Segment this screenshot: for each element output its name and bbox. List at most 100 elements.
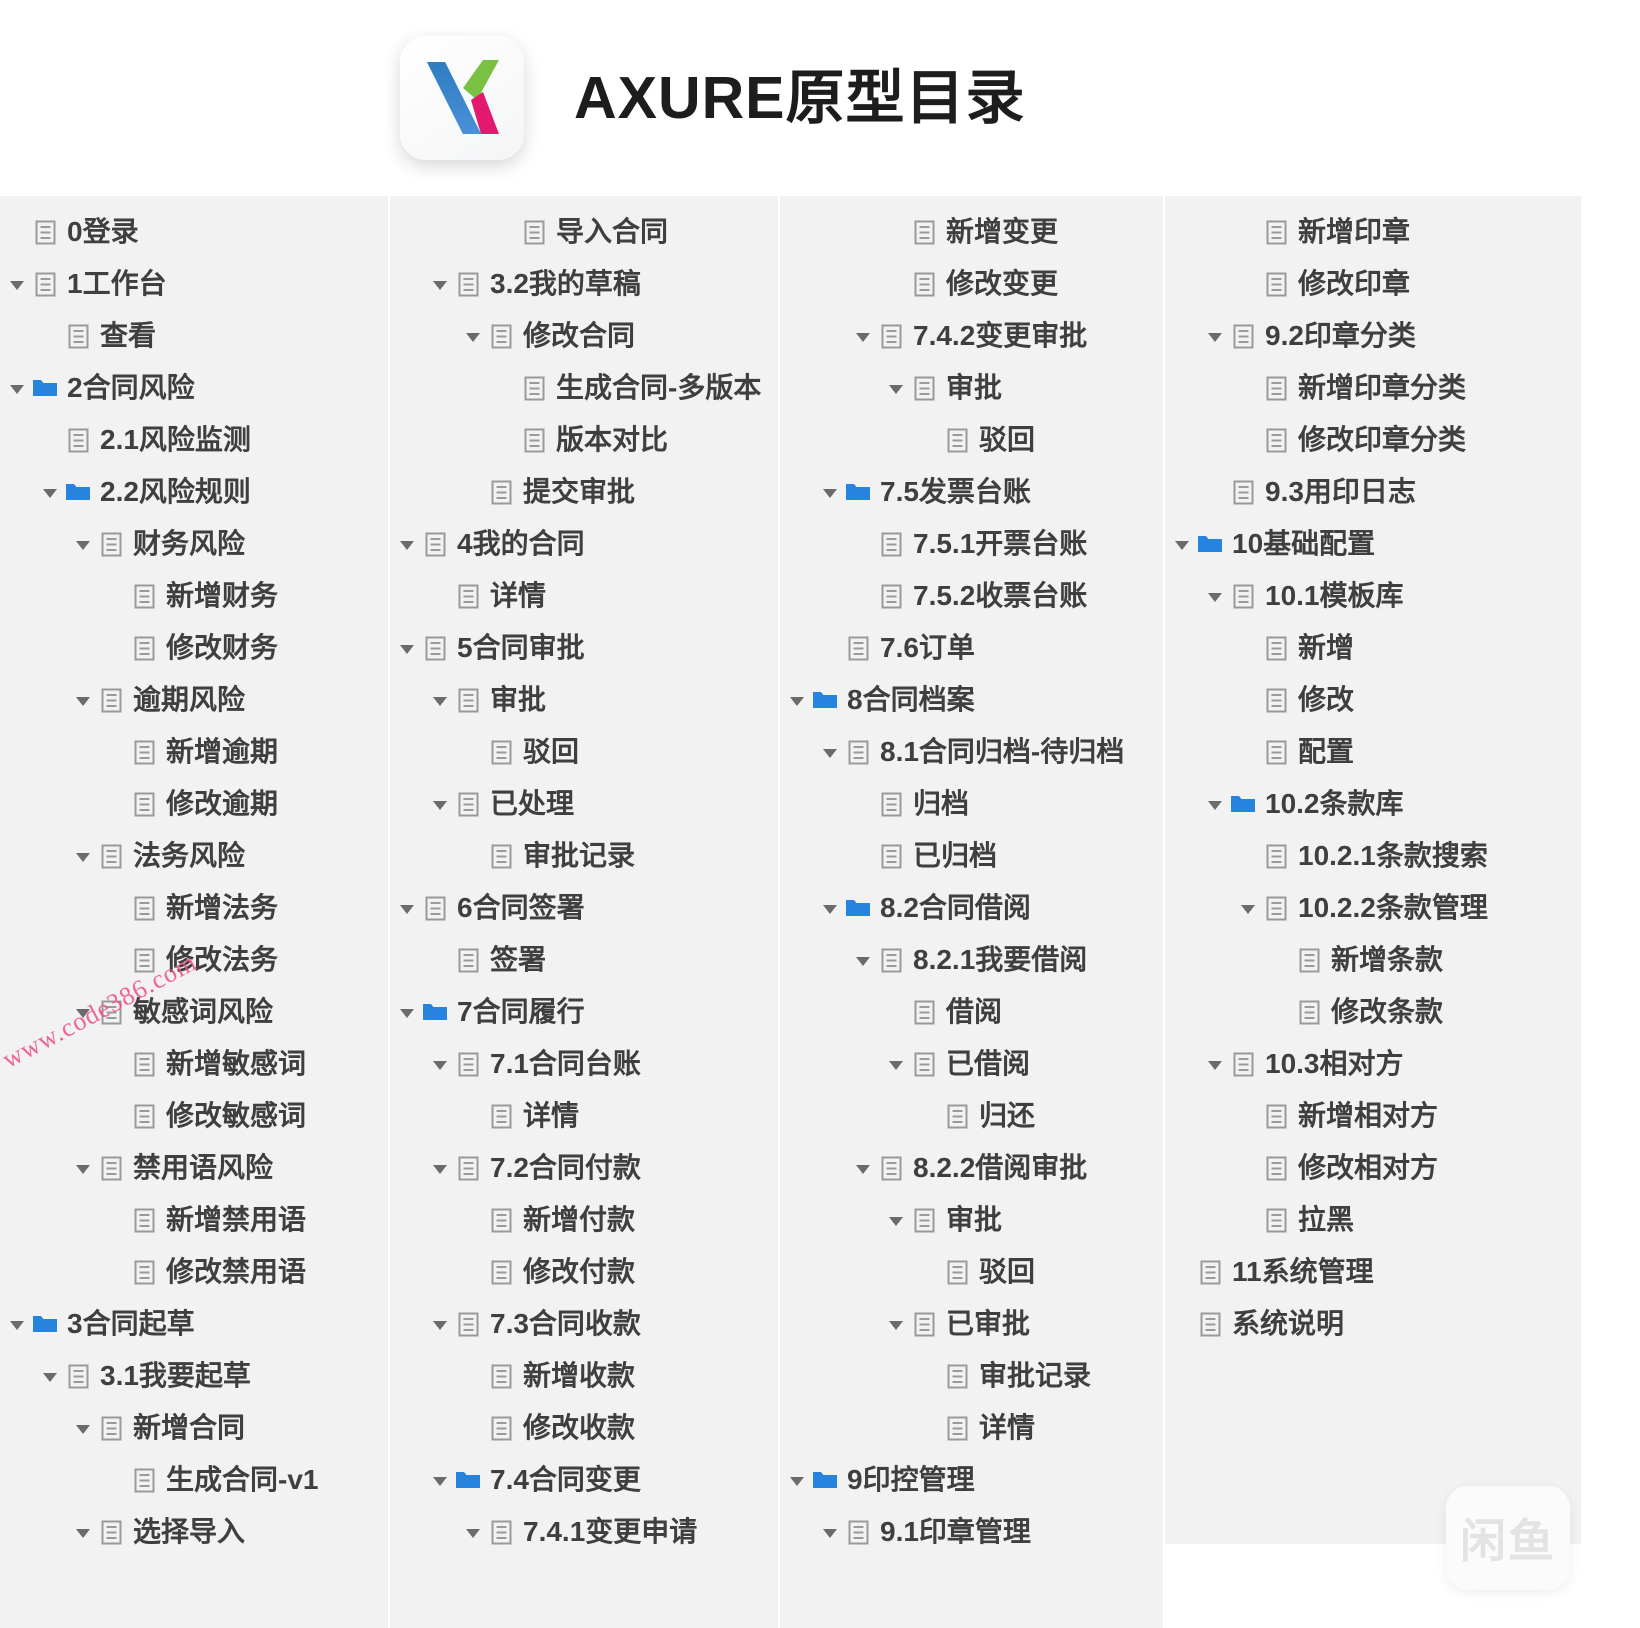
tree-node[interactable]: 2.1风险监测	[0, 414, 388, 466]
tree-node[interactable]: 修改相对方	[1165, 1142, 1581, 1194]
tree-node[interactable]: 8.2.2借阅审批	[780, 1142, 1163, 1194]
tree-node[interactable]: 10.3相对方	[1165, 1038, 1581, 1090]
chevron-down-icon[interactable]	[429, 1469, 451, 1491]
tree-node[interactable]: 1工作台	[0, 258, 388, 310]
tree-node[interactable]: 7.5.2收票台账	[780, 570, 1163, 622]
tree-node[interactable]: 新增相对方	[1165, 1090, 1581, 1142]
tree-node[interactable]: 新增印章	[1165, 206, 1581, 258]
tree-node[interactable]: 修改付款	[390, 1246, 778, 1298]
tree-node[interactable]: 财务风险	[0, 518, 388, 570]
tree-node[interactable]: 10.2.2条款管理	[1165, 882, 1581, 934]
chevron-down-icon[interactable]	[429, 273, 451, 295]
chevron-down-icon[interactable]	[885, 1053, 907, 1075]
tree-node[interactable]: 驳回	[780, 414, 1163, 466]
tree-node[interactable]: 归档	[780, 778, 1163, 830]
chevron-down-icon[interactable]	[72, 845, 94, 867]
chevron-down-icon[interactable]	[852, 949, 874, 971]
tree-node[interactable]: 新增敏感词	[0, 1038, 388, 1090]
chevron-down-icon[interactable]	[819, 897, 841, 919]
chevron-down-icon[interactable]	[852, 325, 874, 347]
chevron-down-icon[interactable]	[1237, 897, 1259, 919]
tree-node[interactable]: 8.2.1我要借阅	[780, 934, 1163, 986]
tree-node[interactable]: 9.2印章分类	[1165, 310, 1581, 362]
tree-node[interactable]: 法务风险	[0, 830, 388, 882]
tree-node[interactable]: 敏感词风险	[0, 986, 388, 1038]
chevron-down-icon[interactable]	[429, 1157, 451, 1179]
chevron-down-icon[interactable]	[429, 1053, 451, 1075]
tree-node[interactable]: 生成合同-多版本	[390, 362, 778, 414]
chevron-down-icon[interactable]	[429, 793, 451, 815]
tree-node[interactable]: 7.1合同台账	[390, 1038, 778, 1090]
tree-node[interactable]: 新增财务	[0, 570, 388, 622]
chevron-down-icon[interactable]	[462, 325, 484, 347]
tree-node[interactable]: 驳回	[780, 1246, 1163, 1298]
chevron-down-icon[interactable]	[429, 1313, 451, 1335]
tree-node[interactable]: 10.2条款库	[1165, 778, 1581, 830]
tree-node[interactable]: 修改	[1165, 674, 1581, 726]
tree-node[interactable]: 10基础配置	[1165, 518, 1581, 570]
tree-node[interactable]: 审批	[780, 362, 1163, 414]
tree-node[interactable]: 9.1印章管理	[780, 1506, 1163, 1558]
tree-node[interactable]: 新增印章分类	[1165, 362, 1581, 414]
tree-node[interactable]: 8合同档案	[780, 674, 1163, 726]
chevron-down-icon[interactable]	[852, 1157, 874, 1179]
tree-node[interactable]: 9.3用印日志	[1165, 466, 1581, 518]
tree-node[interactable]: 修改收款	[390, 1402, 778, 1454]
tree-node[interactable]: 版本对比	[390, 414, 778, 466]
chevron-down-icon[interactable]	[6, 377, 28, 399]
tree-node[interactable]: 新增合同	[0, 1402, 388, 1454]
tree-node[interactable]: 7.5发票台账	[780, 466, 1163, 518]
tree-node[interactable]: 修改逾期	[0, 778, 388, 830]
chevron-down-icon[interactable]	[6, 273, 28, 295]
chevron-down-icon[interactable]	[1204, 325, 1226, 347]
tree-node[interactable]: 审批记录	[390, 830, 778, 882]
chevron-down-icon[interactable]	[72, 1157, 94, 1179]
chevron-down-icon[interactable]	[1204, 1053, 1226, 1075]
tree-node[interactable]: 10.1模板库	[1165, 570, 1581, 622]
chevron-down-icon[interactable]	[462, 1521, 484, 1543]
chevron-down-icon[interactable]	[819, 741, 841, 763]
tree-node[interactable]: 7合同履行	[390, 986, 778, 1038]
chevron-down-icon[interactable]	[396, 1001, 418, 1023]
chevron-down-icon[interactable]	[396, 533, 418, 555]
tree-node[interactable]: 新增禁用语	[0, 1194, 388, 1246]
tree-node[interactable]: 查看	[0, 310, 388, 362]
chevron-down-icon[interactable]	[72, 1417, 94, 1439]
tree-node[interactable]: 拉黑	[1165, 1194, 1581, 1246]
tree-node[interactable]: 系统说明	[1165, 1298, 1581, 1350]
tree-node[interactable]: 修改法务	[0, 934, 388, 986]
chevron-down-icon[interactable]	[396, 897, 418, 919]
chevron-down-icon[interactable]	[429, 689, 451, 711]
tree-node[interactable]: 7.4.1变更申请	[390, 1506, 778, 1558]
tree-node[interactable]: 生成合同-v1	[0, 1454, 388, 1506]
tree-node[interactable]: 配置	[1165, 726, 1581, 778]
tree-node[interactable]: 8.2合同借阅	[780, 882, 1163, 934]
tree-node[interactable]: 新增条款	[1165, 934, 1581, 986]
chevron-down-icon[interactable]	[1171, 533, 1193, 555]
tree-node[interactable]: 归还	[780, 1090, 1163, 1142]
tree-node[interactable]: 已借阅	[780, 1038, 1163, 1090]
tree-node[interactable]: 逾期风险	[0, 674, 388, 726]
tree-node[interactable]: 4我的合同	[390, 518, 778, 570]
tree-node[interactable]: 3合同起草	[0, 1298, 388, 1350]
chevron-down-icon[interactable]	[72, 533, 94, 555]
tree-node[interactable]: 提交审批	[390, 466, 778, 518]
tree-node[interactable]: 详情	[390, 570, 778, 622]
tree-node[interactable]: 修改印章分类	[1165, 414, 1581, 466]
tree-node[interactable]: 新增收款	[390, 1350, 778, 1402]
tree-node[interactable]: 11系统管理	[1165, 1246, 1581, 1298]
tree-node[interactable]: 7.3合同收款	[390, 1298, 778, 1350]
chevron-down-icon[interactable]	[39, 481, 61, 503]
tree-node[interactable]: 选择导入	[0, 1506, 388, 1558]
tree-node[interactable]: 8.1合同归档-待归档	[780, 726, 1163, 778]
tree-node[interactable]: 7.4.2变更审批	[780, 310, 1163, 362]
chevron-down-icon[interactable]	[72, 689, 94, 711]
tree-node[interactable]: 借阅	[780, 986, 1163, 1038]
tree-node[interactable]: 5合同审批	[390, 622, 778, 674]
tree-node[interactable]: 修改变更	[780, 258, 1163, 310]
tree-node[interactable]: 9印控管理	[780, 1454, 1163, 1506]
tree-node[interactable]: 0登录	[0, 206, 388, 258]
chevron-down-icon[interactable]	[1204, 793, 1226, 815]
chevron-down-icon[interactable]	[885, 1313, 907, 1335]
tree-node[interactable]: 禁用语风险	[0, 1142, 388, 1194]
